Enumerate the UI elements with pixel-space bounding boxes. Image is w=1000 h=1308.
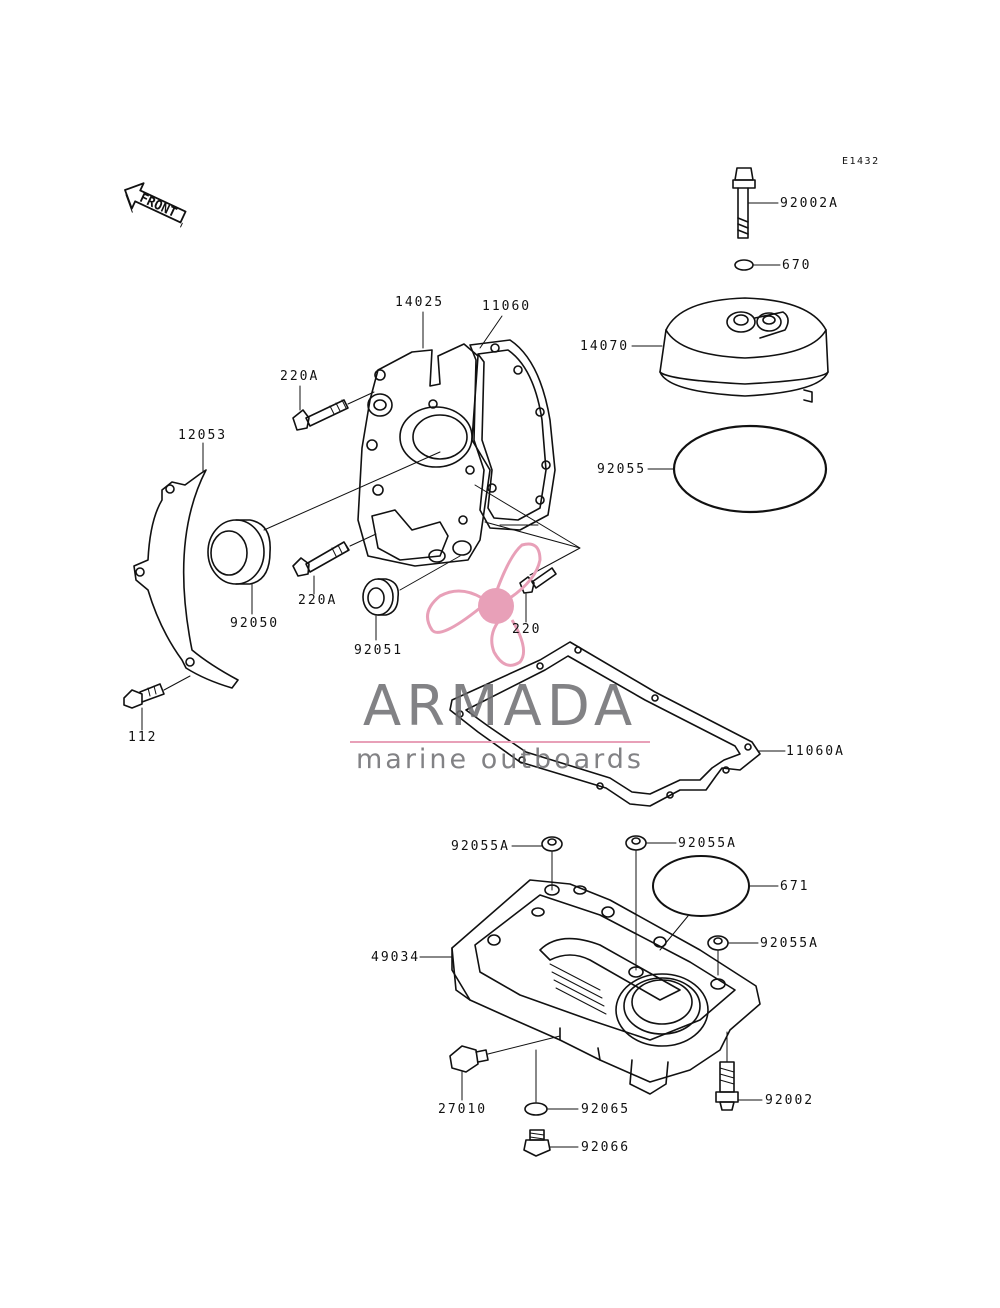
part-label-92055A-3[interactable]: 92055A <box>760 936 819 951</box>
part-label-112[interactable]: 112 <box>128 730 158 745</box>
part-label-92055A-1[interactable]: 92055A <box>451 839 510 854</box>
sensor-27010-icon <box>449 1035 561 1073</box>
part-label-92002A[interactable]: 92002A <box>780 196 839 211</box>
brand-watermark: ARMADA <box>362 674 638 739</box>
front-label: FRONT <box>137 191 179 221</box>
part-label-14070[interactable]: 14070 <box>580 339 630 354</box>
front-arrow-icon: FRONT <box>124 182 187 228</box>
part-label-670[interactable]: 670 <box>782 258 812 273</box>
part-label-92050[interactable]: 92050 <box>230 616 280 631</box>
plate-12053-icon <box>133 469 239 689</box>
bolt-220A-top-icon <box>292 399 349 431</box>
part-label-92002[interactable]: 92002 <box>765 1093 815 1108</box>
part-label-92055[interactable]: 92055 <box>597 462 647 477</box>
cover-14070-icon <box>659 297 829 403</box>
seal-92051-icon <box>362 555 461 616</box>
oring-670-icon <box>734 259 754 271</box>
figure-code: E1432 <box>842 156 880 167</box>
part-label-671[interactable]: 671 <box>780 879 810 894</box>
washer-92055A-3-icon <box>707 935 729 951</box>
oil-pan-49034-icon <box>451 879 761 1095</box>
part-label-92066[interactable]: 92066 <box>581 1140 631 1155</box>
part-label-14025[interactable]: 14025 <box>395 295 445 310</box>
gasket-11060A-icon <box>449 641 761 807</box>
bolt-220-icon <box>519 567 557 594</box>
part-label-92051[interactable]: 92051 <box>354 643 404 658</box>
part-label-11060[interactable]: 11060 <box>482 299 532 314</box>
bolt-92002A-icon <box>732 167 756 239</box>
seal-92050-icon <box>207 451 441 585</box>
part-label-12053[interactable]: 12053 <box>178 428 228 443</box>
plug-92066-icon <box>523 1129 551 1157</box>
oring-671-icon <box>652 855 750 917</box>
part-label-49034[interactable]: 49034 <box>371 950 421 965</box>
washer-92055A-2-icon <box>625 835 647 851</box>
washer-92055A-1-icon <box>541 836 563 852</box>
part-label-27010[interactable]: 27010 <box>438 1102 488 1117</box>
part-label-220A-top[interactable]: 220A <box>280 369 320 384</box>
part-label-220[interactable]: 220 <box>512 622 542 637</box>
bolt-112-icon <box>123 675 191 709</box>
bolt-92002-icon <box>715 1031 739 1111</box>
part-label-92055A-2[interactable]: 92055A <box>678 836 737 851</box>
propeller-logo-icon <box>350 542 650 743</box>
part-label-92065[interactable]: 92065 <box>581 1102 631 1117</box>
gasket-11060-icon <box>469 339 556 531</box>
washer-92065-icon <box>524 1102 548 1116</box>
cover-14025-icon <box>357 343 491 567</box>
part-label-11060A[interactable]: 11060A <box>786 744 845 759</box>
bolt-220A-bottom-icon <box>292 541 350 577</box>
oring-92055-icon <box>672 424 828 514</box>
part-label-220A-bottom[interactable]: 220A <box>298 593 338 608</box>
tagline-watermark: marine outboards <box>355 744 644 775</box>
